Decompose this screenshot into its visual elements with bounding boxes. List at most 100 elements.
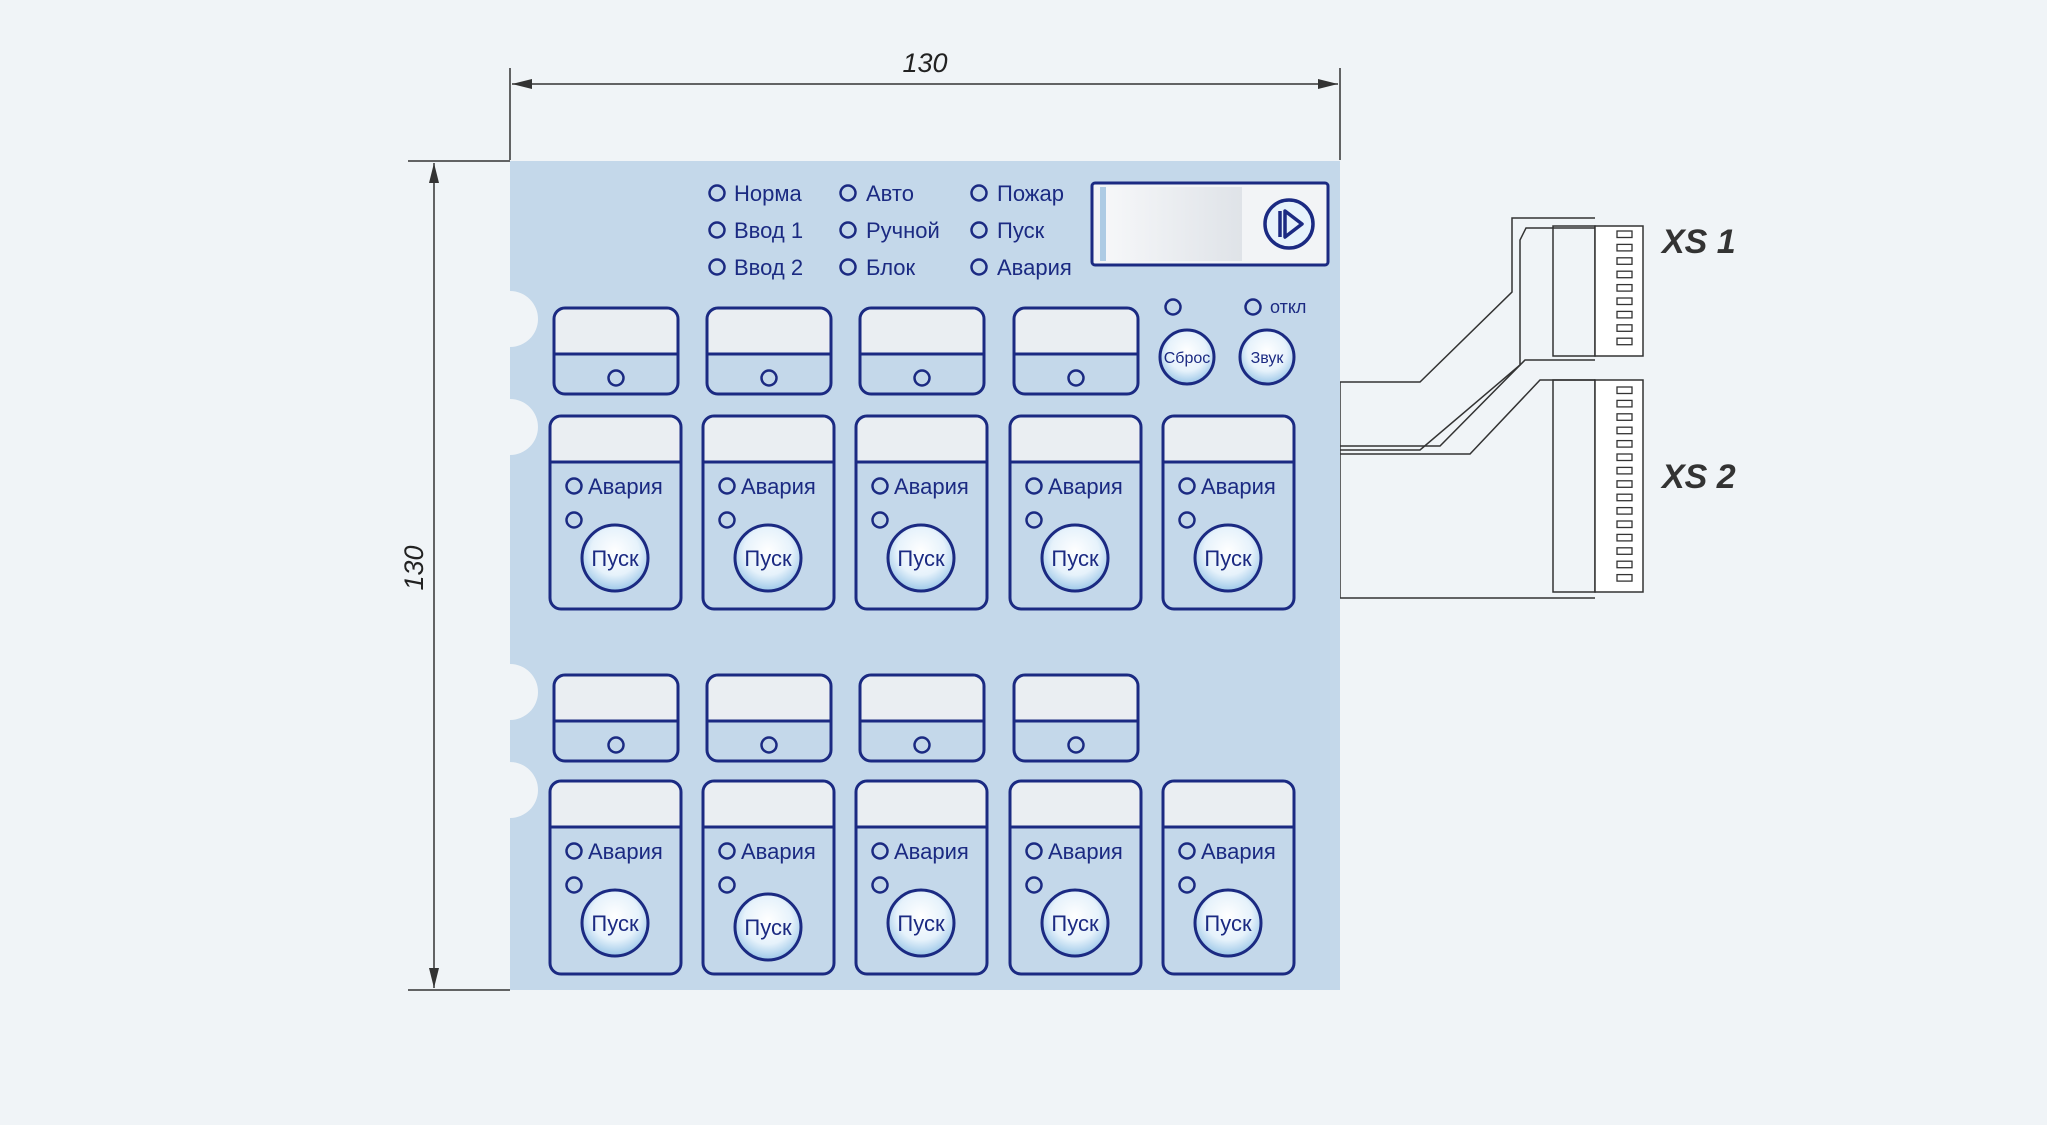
status-led xyxy=(871,876,889,894)
status-led xyxy=(1178,511,1196,529)
xs2-pin xyxy=(1616,453,1633,462)
indicator-led xyxy=(607,736,625,754)
status-led xyxy=(839,184,857,202)
alarm-label: Авария xyxy=(1048,474,1123,499)
alarm-label: Авария xyxy=(1048,839,1123,864)
status-label: Ввод 2 xyxy=(734,255,803,280)
indicator-led xyxy=(760,369,778,387)
status-led xyxy=(871,511,889,529)
start-button[interactable]: Пуск xyxy=(886,888,956,958)
status-indicator: Авто xyxy=(839,181,914,206)
sound-button-label: Звук xyxy=(1251,350,1285,367)
xs1-pin xyxy=(1616,270,1633,279)
alarm-label: Авария xyxy=(741,839,816,864)
xs1-pin xyxy=(1616,230,1633,239)
start-button[interactable]: Пуск xyxy=(733,523,803,593)
sound-off-led xyxy=(1244,298,1262,316)
status-led xyxy=(708,258,726,276)
xs2-pin xyxy=(1616,560,1633,569)
start-button-label: Пуск xyxy=(744,915,792,940)
play-icon xyxy=(1263,198,1315,250)
alarm-led xyxy=(871,842,889,860)
sound-off-label: откл xyxy=(1270,297,1306,317)
sound-button[interactable]: Звук xyxy=(1238,328,1296,386)
start-button[interactable]: Пуск xyxy=(886,523,956,593)
status-label: Норма xyxy=(734,181,802,206)
dimension-height xyxy=(408,160,510,991)
status-led xyxy=(970,184,988,202)
alarm-led xyxy=(565,842,583,860)
reset-button[interactable]: Сброс xyxy=(1158,328,1216,386)
start-button-label: Пуск xyxy=(1051,911,1099,936)
xs2-pin xyxy=(1616,386,1633,395)
start-button[interactable]: Пуск xyxy=(1040,888,1110,958)
status-label: Авария xyxy=(997,255,1072,280)
xs1-label: XS 1 xyxy=(1660,223,1736,261)
alarm-led xyxy=(565,477,583,495)
xs2-pin xyxy=(1616,506,1633,515)
alarm-label: Авария xyxy=(894,839,969,864)
connector-xs1 xyxy=(1552,225,1644,357)
start-button[interactable]: Пуск xyxy=(1040,523,1110,593)
start-button[interactable]: Пуск xyxy=(1193,523,1263,593)
connector-xs2 xyxy=(1552,379,1644,593)
status-led xyxy=(1025,511,1043,529)
alarm-led xyxy=(718,477,736,495)
status-led xyxy=(565,511,583,529)
status-led xyxy=(1178,876,1196,894)
start-button-label: Пуск xyxy=(1204,911,1252,936)
start-button[interactable]: Пуск xyxy=(580,888,650,958)
alarm-led xyxy=(871,477,889,495)
indicator-led xyxy=(607,369,625,387)
indicator-box xyxy=(1012,306,1140,396)
xs1-pin xyxy=(1616,324,1633,332)
alarm-led xyxy=(718,842,736,860)
xs1-pin xyxy=(1616,310,1633,319)
reset-button-label: Сброс xyxy=(1164,350,1211,367)
start-button[interactable]: Пуск xyxy=(1193,888,1263,958)
status-label: Пуск xyxy=(997,218,1045,243)
ribbon-cables xyxy=(1339,217,1595,599)
alarm-label: Авария xyxy=(894,474,969,499)
status-label: Пожар xyxy=(997,181,1064,206)
status-led xyxy=(1025,876,1043,894)
height-label: 130 xyxy=(399,545,429,590)
status-led xyxy=(718,876,736,894)
alarm-led xyxy=(1178,842,1196,860)
status-led xyxy=(708,221,726,239)
start-button[interactable]: Пуск xyxy=(733,892,803,962)
xs2-pin xyxy=(1616,413,1633,421)
alarm-led xyxy=(1025,477,1043,495)
indicator-led xyxy=(1067,736,1085,754)
alarm-label: Авария xyxy=(741,474,816,499)
dimension-width xyxy=(509,68,1341,160)
xs2-pin xyxy=(1616,520,1633,529)
start-button-label: Пуск xyxy=(1204,546,1252,571)
status-indicator: Авария xyxy=(970,255,1072,280)
indicator-led xyxy=(913,736,931,754)
start-button-label: Пуск xyxy=(897,546,945,571)
alarm-label: Авария xyxy=(588,839,663,864)
xs1-pin xyxy=(1616,243,1633,252)
status-led xyxy=(839,221,857,239)
alarm-label: Авария xyxy=(588,474,663,499)
alarm-label: Авария xyxy=(1201,474,1276,499)
xs1-pin xyxy=(1616,297,1633,306)
start-button[interactable]: Пуск xyxy=(580,523,650,593)
xs2-pin xyxy=(1616,480,1633,488)
status-indicator: Ручной xyxy=(839,218,940,243)
status-indicator: Ввод 1 xyxy=(708,218,803,243)
indicator-box xyxy=(705,673,833,763)
status-led xyxy=(839,258,857,276)
alarm-led xyxy=(1178,477,1196,495)
indicator-box xyxy=(858,673,986,763)
alarm-label: Авария xyxy=(1201,839,1276,864)
start-button-label: Пуск xyxy=(1051,546,1099,571)
status-label: Ввод 1 xyxy=(734,218,803,243)
xs2-pin xyxy=(1616,439,1633,448)
